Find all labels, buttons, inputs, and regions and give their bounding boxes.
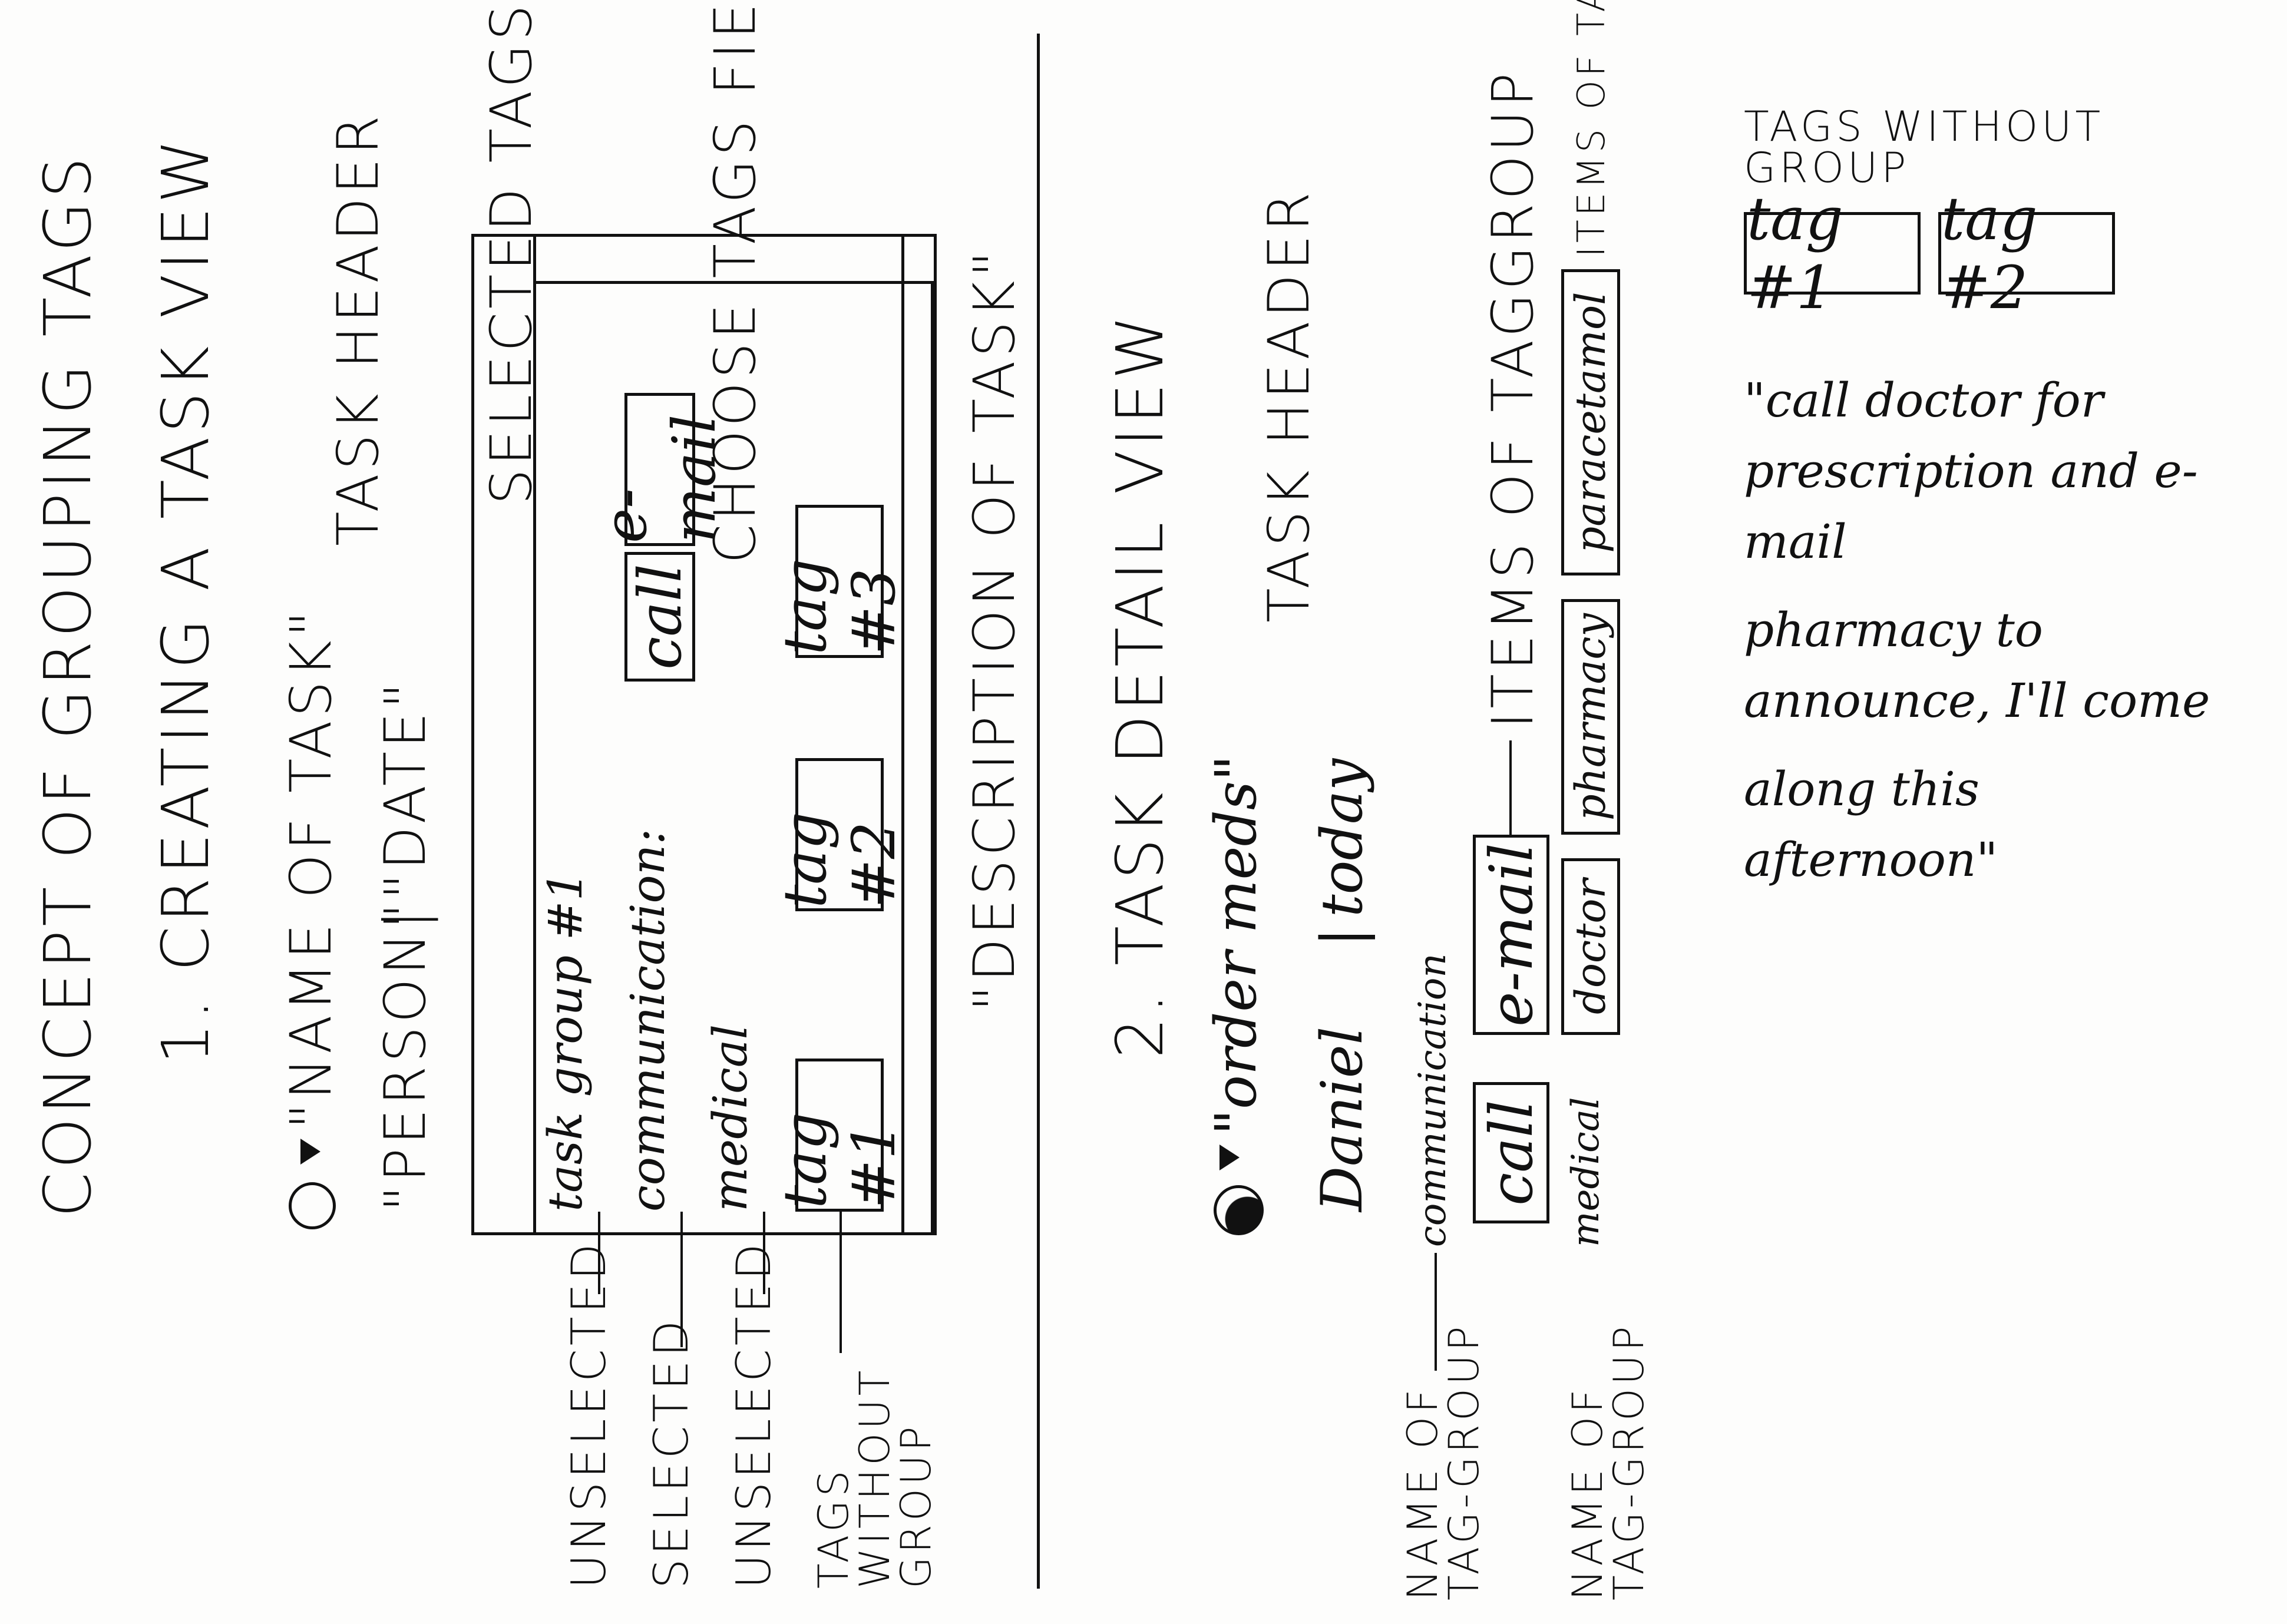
- ungrouped-tag-3[interactable]: tag #3: [771, 505, 908, 658]
- section2-heading: 2. TASK DETAIL VIEW: [1102, 312, 1178, 1059]
- group2-items-label: ITEMS OF TAGGROUP: [1570, 0, 1614, 257]
- row-2-leader-line: [680, 1212, 683, 1347]
- group1-items-label: ITEMS OF TAGGROUP: [1480, 69, 1546, 729]
- ungrouped-tags-label: TAGS WITHOUT GROUP: [809, 1367, 940, 1589]
- group1-label: NAME OF TAG-GROUP: [1399, 1322, 1488, 1600]
- ungrouped-tag-2[interactable]: tag #2: [771, 758, 908, 911]
- group1-name: communication: [1411, 953, 1455, 1247]
- ungrouped-leader-line: [840, 1212, 842, 1353]
- section1-heading: 1. CREATING A TASK VIEW: [148, 135, 223, 1065]
- task-description-placeholder: "DESCRIPTION OF TASK": [961, 247, 1027, 1011]
- expand-triangle-icon: [1219, 1145, 1240, 1170]
- group2-tag-paracetamol[interactable]: paracetamol: [1561, 269, 1620, 575]
- tag-group-communication-name[interactable]: communication:: [620, 828, 675, 1212]
- task-name: "order meds": [1203, 755, 1269, 1135]
- row-2-state-label: SELECTED: [644, 1317, 699, 1589]
- selected-tags-field-label: SELECTED TAGS FIELD: [478, 0, 544, 505]
- group1-items-leader-line: [1509, 740, 1512, 835]
- row-3-leader-line: [763, 1212, 765, 1294]
- person-placeholder: "PERSON": [372, 899, 438, 1212]
- page-title: CONCEPT OF GROUPING TAGS: [30, 153, 105, 1218]
- expand-triangle-icon: [300, 1139, 320, 1165]
- group2-name: medical: [1564, 1097, 1608, 1247]
- date-placeholder: "DATE": [372, 679, 438, 899]
- date-separator: |: [372, 906, 438, 929]
- group2-label: NAME OF TAG-GROUP: [1564, 1322, 1653, 1600]
- group2-tag-doctor[interactable]: doctor: [1561, 858, 1620, 1035]
- task-name-placeholder: "NAME OF TASK": [278, 607, 344, 1129]
- person-name: Daniel: [1309, 1026, 1375, 1212]
- row-1-state-label: UNSELECTED: [561, 1240, 616, 1589]
- ungrouped-tag-1[interactable]: tag #1: [771, 1059, 908, 1212]
- group1-tag-call[interactable]: call: [1473, 1082, 1549, 1223]
- tag-group-1-name[interactable]: task group #1: [538, 871, 593, 1212]
- task-checkbox-circle-icon: [289, 1182, 336, 1229]
- task-header-label: TASK HEADER: [1256, 188, 1322, 623]
- row-1-leader-line: [598, 1212, 600, 1294]
- selected-tag-email[interactable]: e-mail: [591, 393, 729, 546]
- group1-leader-line: [1435, 1253, 1437, 1371]
- row-3-state-label: UNSELECTED: [726, 1240, 781, 1589]
- task-header-label: TASK HEADER: [325, 111, 391, 546]
- task-date: today: [1309, 758, 1375, 917]
- task-checkbox-partial-icon: [1214, 1185, 1264, 1235]
- group2-tag-pharmacy[interactable]: pharmacy: [1561, 599, 1620, 835]
- section-divider: [1037, 34, 1040, 1589]
- group1-tag-email[interactable]: e-mail: [1473, 835, 1549, 1035]
- date-separator: |: [1309, 927, 1375, 947]
- tag-group-medical-name[interactable]: medical: [703, 1024, 758, 1212]
- selected-tag-call[interactable]: call: [624, 552, 695, 682]
